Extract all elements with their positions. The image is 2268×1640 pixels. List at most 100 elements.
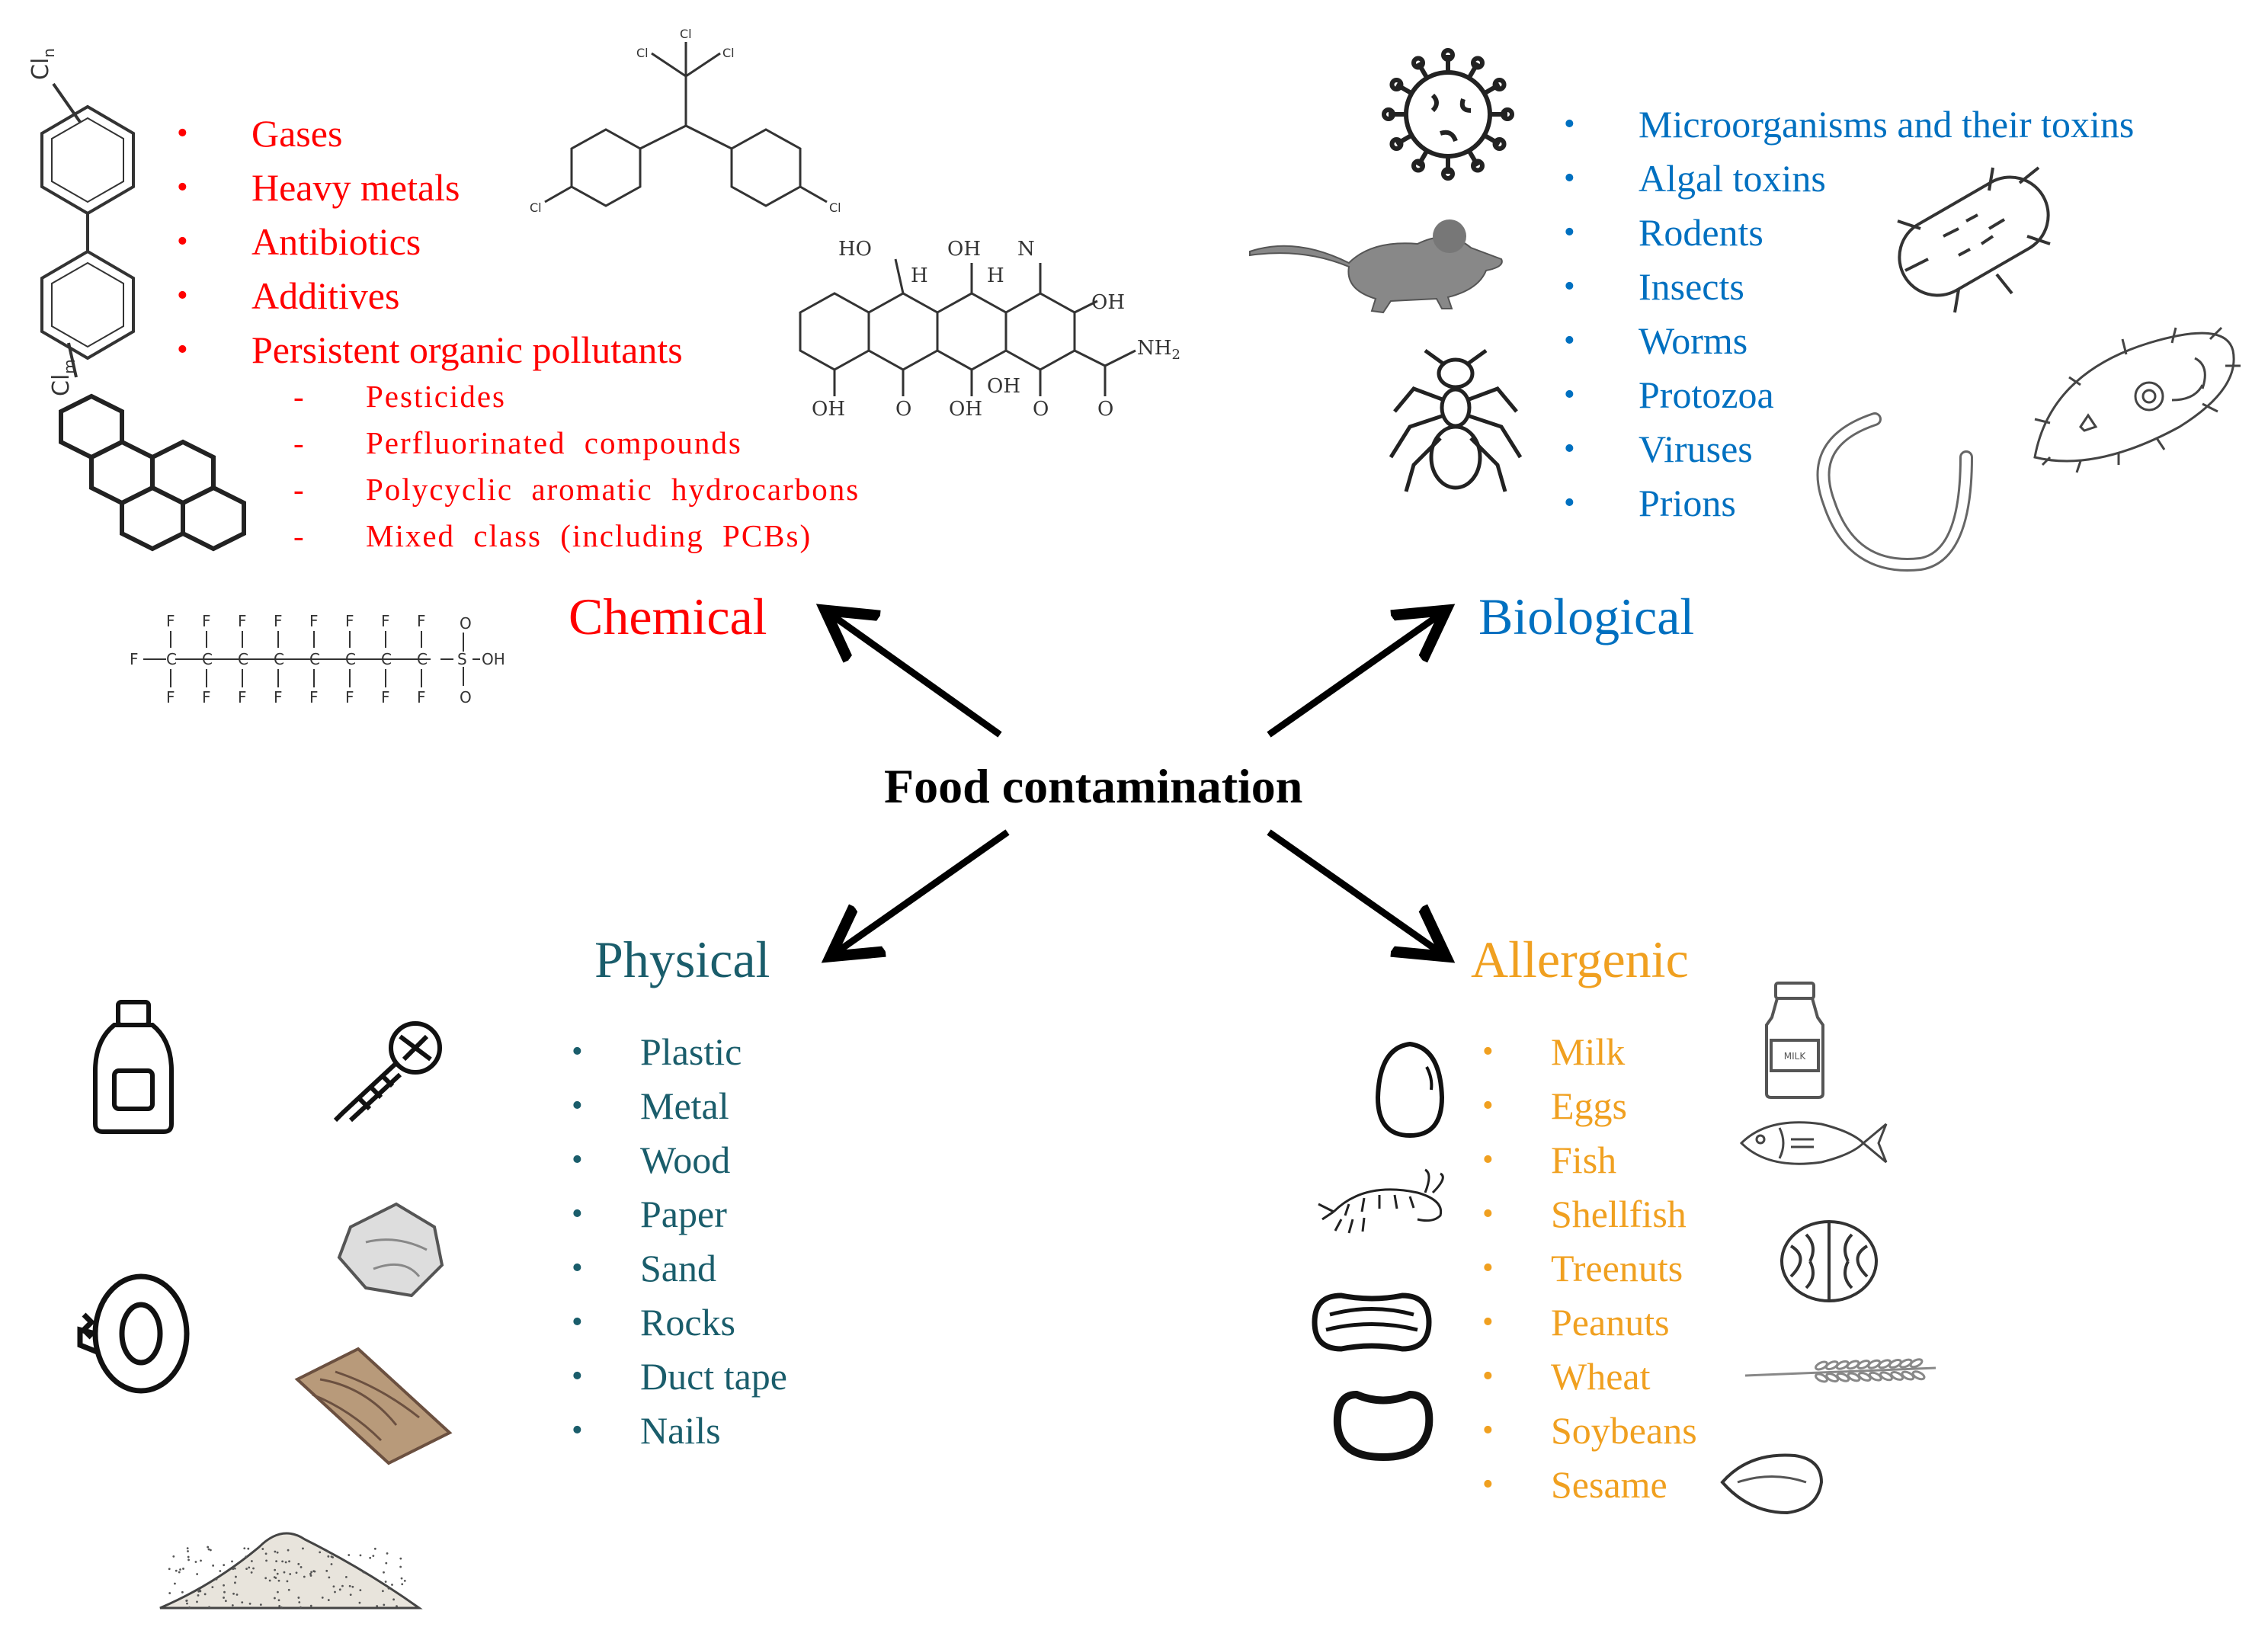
biological-list: •Microorganisms and their toxins •Algal … <box>1564 98 2134 530</box>
list-item: •Protozoa <box>1564 373 1774 416</box>
screw-icon <box>333 1021 442 1123</box>
svg-text:NH2: NH2 <box>1137 337 1180 363</box>
svg-text:F: F <box>381 612 390 630</box>
list-item: •Eggs <box>1482 1084 1627 1127</box>
list-item: •Insects <box>1564 265 1744 308</box>
svg-text:Cl: Cl <box>829 200 841 215</box>
list-item: •Worms <box>1564 319 1748 362</box>
svg-text:S: S <box>457 650 467 668</box>
physical-heading: Physical <box>594 931 770 988</box>
svg-text:C: C <box>238 650 248 668</box>
arrow-icon <box>836 829 1010 953</box>
biological-heading: Biological <box>1478 588 1695 645</box>
svg-text:F: F <box>166 688 175 706</box>
virus-icon <box>1382 48 1514 181</box>
svg-text:C: C <box>274 650 284 668</box>
sublist-item: -Polycyclic aromatic hydrocarbons <box>293 472 860 507</box>
sand-icon <box>159 1532 423 1610</box>
svg-text:OH: OH <box>812 398 845 421</box>
svg-text:F: F <box>309 612 319 630</box>
svg-text:MILK: MILK <box>1784 1051 1807 1062</box>
svg-text:F: F <box>238 612 247 630</box>
list-item: •Rocks <box>572 1301 735 1344</box>
svg-text:F: F <box>345 688 354 706</box>
svg-text:Cl: Cl <box>530 200 542 215</box>
list-item: •Sand <box>572 1247 716 1289</box>
list-item: •Paper <box>572 1193 727 1235</box>
svg-text:C: C <box>309 650 320 668</box>
list-item: •Persistent organic pollutants <box>177 328 683 371</box>
sesame-icon <box>1720 1453 1824 1515</box>
list-item: •Plastic <box>572 1030 742 1073</box>
shrimp-icon <box>1318 1168 1444 1234</box>
list-item: •Metal <box>572 1084 729 1127</box>
list-item: •Heavy metals <box>177 166 460 209</box>
mouse-icon <box>1249 219 1503 314</box>
egg-icon <box>1375 1041 1445 1139</box>
svg-text:OH: OH <box>947 238 981 261</box>
pcb-icon: Cln Clm <box>27 48 135 396</box>
svg-text:F: F <box>345 612 354 630</box>
svg-text:H: H <box>987 264 1004 287</box>
svg-text:C: C <box>202 650 213 668</box>
svg-text:Cl: Cl <box>636 46 649 60</box>
fish-icon <box>1739 1121 1888 1165</box>
sublist-item: -Pesticides <box>293 379 506 414</box>
svg-text:Cl: Cl <box>722 46 735 60</box>
list-item: •Additives <box>177 274 400 317</box>
svg-text:F: F <box>202 688 211 706</box>
svg-text:Cl: Cl <box>680 27 692 41</box>
svg-text:O: O <box>460 688 472 706</box>
allergenic-heading: Allergenic <box>1471 931 1689 988</box>
paramecium-icon <box>2033 326 2241 473</box>
svg-text:H: H <box>911 264 928 287</box>
center-title: Food contamination <box>884 759 1303 813</box>
svg-text:F: F <box>417 688 426 706</box>
svg-text:OH: OH <box>482 650 505 668</box>
svg-text:F: F <box>381 688 390 706</box>
list-item: •Nails <box>572 1409 721 1452</box>
svg-text:C: C <box>166 650 177 668</box>
svg-text:N: N <box>1017 238 1035 261</box>
svg-text:OH: OH <box>987 375 1020 398</box>
allergenic-list: •Milk •Eggs •Fish •Shellfish •Treenuts •… <box>1482 1025 1697 1512</box>
svg-text:F: F <box>274 612 283 630</box>
svg-text:O: O <box>1097 398 1113 421</box>
svg-text:O: O <box>895 398 911 421</box>
svg-text:F: F <box>166 612 175 630</box>
bean-icon <box>1333 1390 1434 1462</box>
svg-text:O: O <box>1033 398 1049 421</box>
svg-text:F: F <box>417 612 426 630</box>
wheat-icon <box>1744 1358 1936 1383</box>
svg-text:HO: HO <box>838 238 872 261</box>
list-item: •Fish <box>1482 1139 1617 1181</box>
svg-text:F: F <box>274 688 283 706</box>
paper-icon <box>337 1202 444 1298</box>
arrow-icon <box>1267 829 1440 953</box>
list-item: •Wood <box>572 1139 731 1181</box>
svg-text:OH: OH <box>1091 291 1125 314</box>
list-item: •Soybeans <box>1482 1409 1697 1452</box>
ant-icon <box>1389 348 1523 492</box>
worm-icon <box>1816 412 1973 572</box>
chemical-heading: Chemical <box>569 588 767 645</box>
benzopyrene-icon <box>59 393 246 552</box>
list-item: •Duct tape <box>572 1355 787 1398</box>
tetracycline-icon: HO H OH H N OH NH2 OH O OH OH O O <box>799 238 1180 421</box>
svg-text:F: F <box>309 688 319 706</box>
wood-icon <box>294 1347 453 1465</box>
svg-text:C: C <box>381 650 392 668</box>
sublist-item: -Mixed class (including PCBs) <box>293 518 812 553</box>
svg-text:C: C <box>417 650 428 668</box>
list-item: •Viruses <box>1564 428 1753 470</box>
chemical-sublist: -Pesticides -Perfluorinated compounds -P… <box>293 373 860 559</box>
chemical-list: •Gases •Heavy metals •Antibiotics •Addit… <box>177 107 683 377</box>
list-item: •Gases <box>177 112 343 155</box>
physical-list: •Plastic •Metal •Wood •Paper •Sand •Rock… <box>572 1025 787 1458</box>
list-item: •Wheat <box>1482 1355 1651 1398</box>
svg-text:F: F <box>202 612 211 630</box>
list-item: •Algal toxins <box>1564 157 1826 200</box>
